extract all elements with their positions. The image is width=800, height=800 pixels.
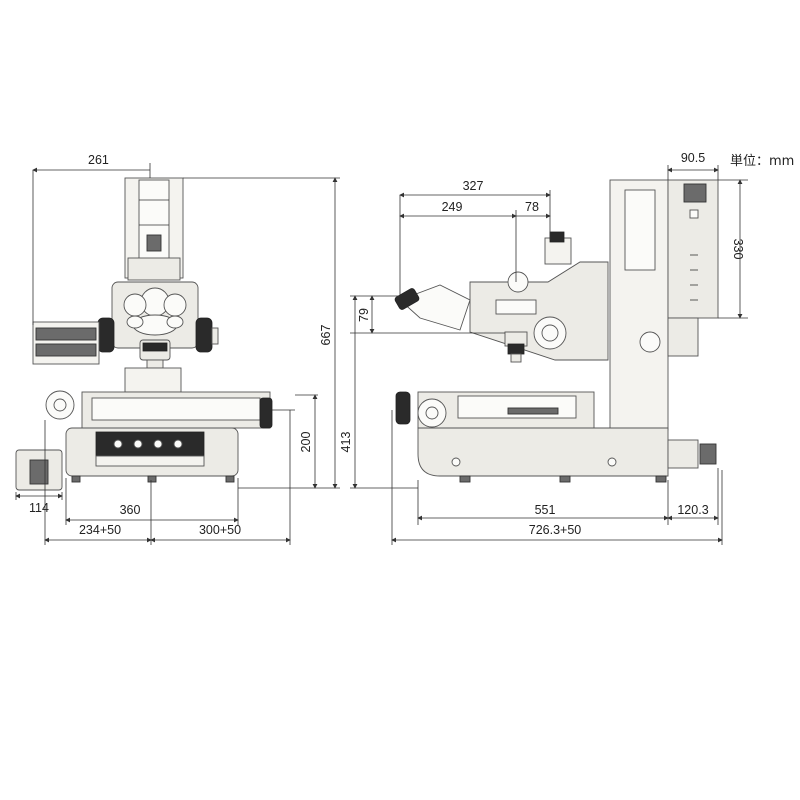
dim-249: 249 [442, 200, 463, 214]
dim-200: 200 [299, 432, 313, 453]
side-dimensions [350, 165, 748, 545]
dim-413: 413 [339, 432, 353, 453]
dim-300-50: 300+50 [199, 523, 241, 537]
dim-360: 360 [120, 503, 141, 517]
dim-330: 330 [731, 239, 745, 260]
unit-label: 単位：mm [730, 153, 794, 169]
front-dimensions [15, 163, 340, 545]
dim-78: 78 [525, 200, 539, 214]
dim-726-3-50: 726.3+50 [529, 523, 582, 537]
dim-551: 551 [535, 503, 556, 517]
dim-234-50: 234+50 [79, 523, 121, 537]
dim-79: 79 [357, 308, 371, 322]
front-view [15, 177, 295, 491]
dim-327: 327 [463, 179, 484, 193]
side-view [394, 179, 719, 483]
dim-667: 667 [319, 325, 333, 346]
dim-261: 261 [88, 153, 109, 167]
dim-114: 114 [29, 501, 49, 515]
dim-120-3: 120.3 [677, 503, 708, 517]
dim-90-5: 90.5 [681, 151, 705, 165]
